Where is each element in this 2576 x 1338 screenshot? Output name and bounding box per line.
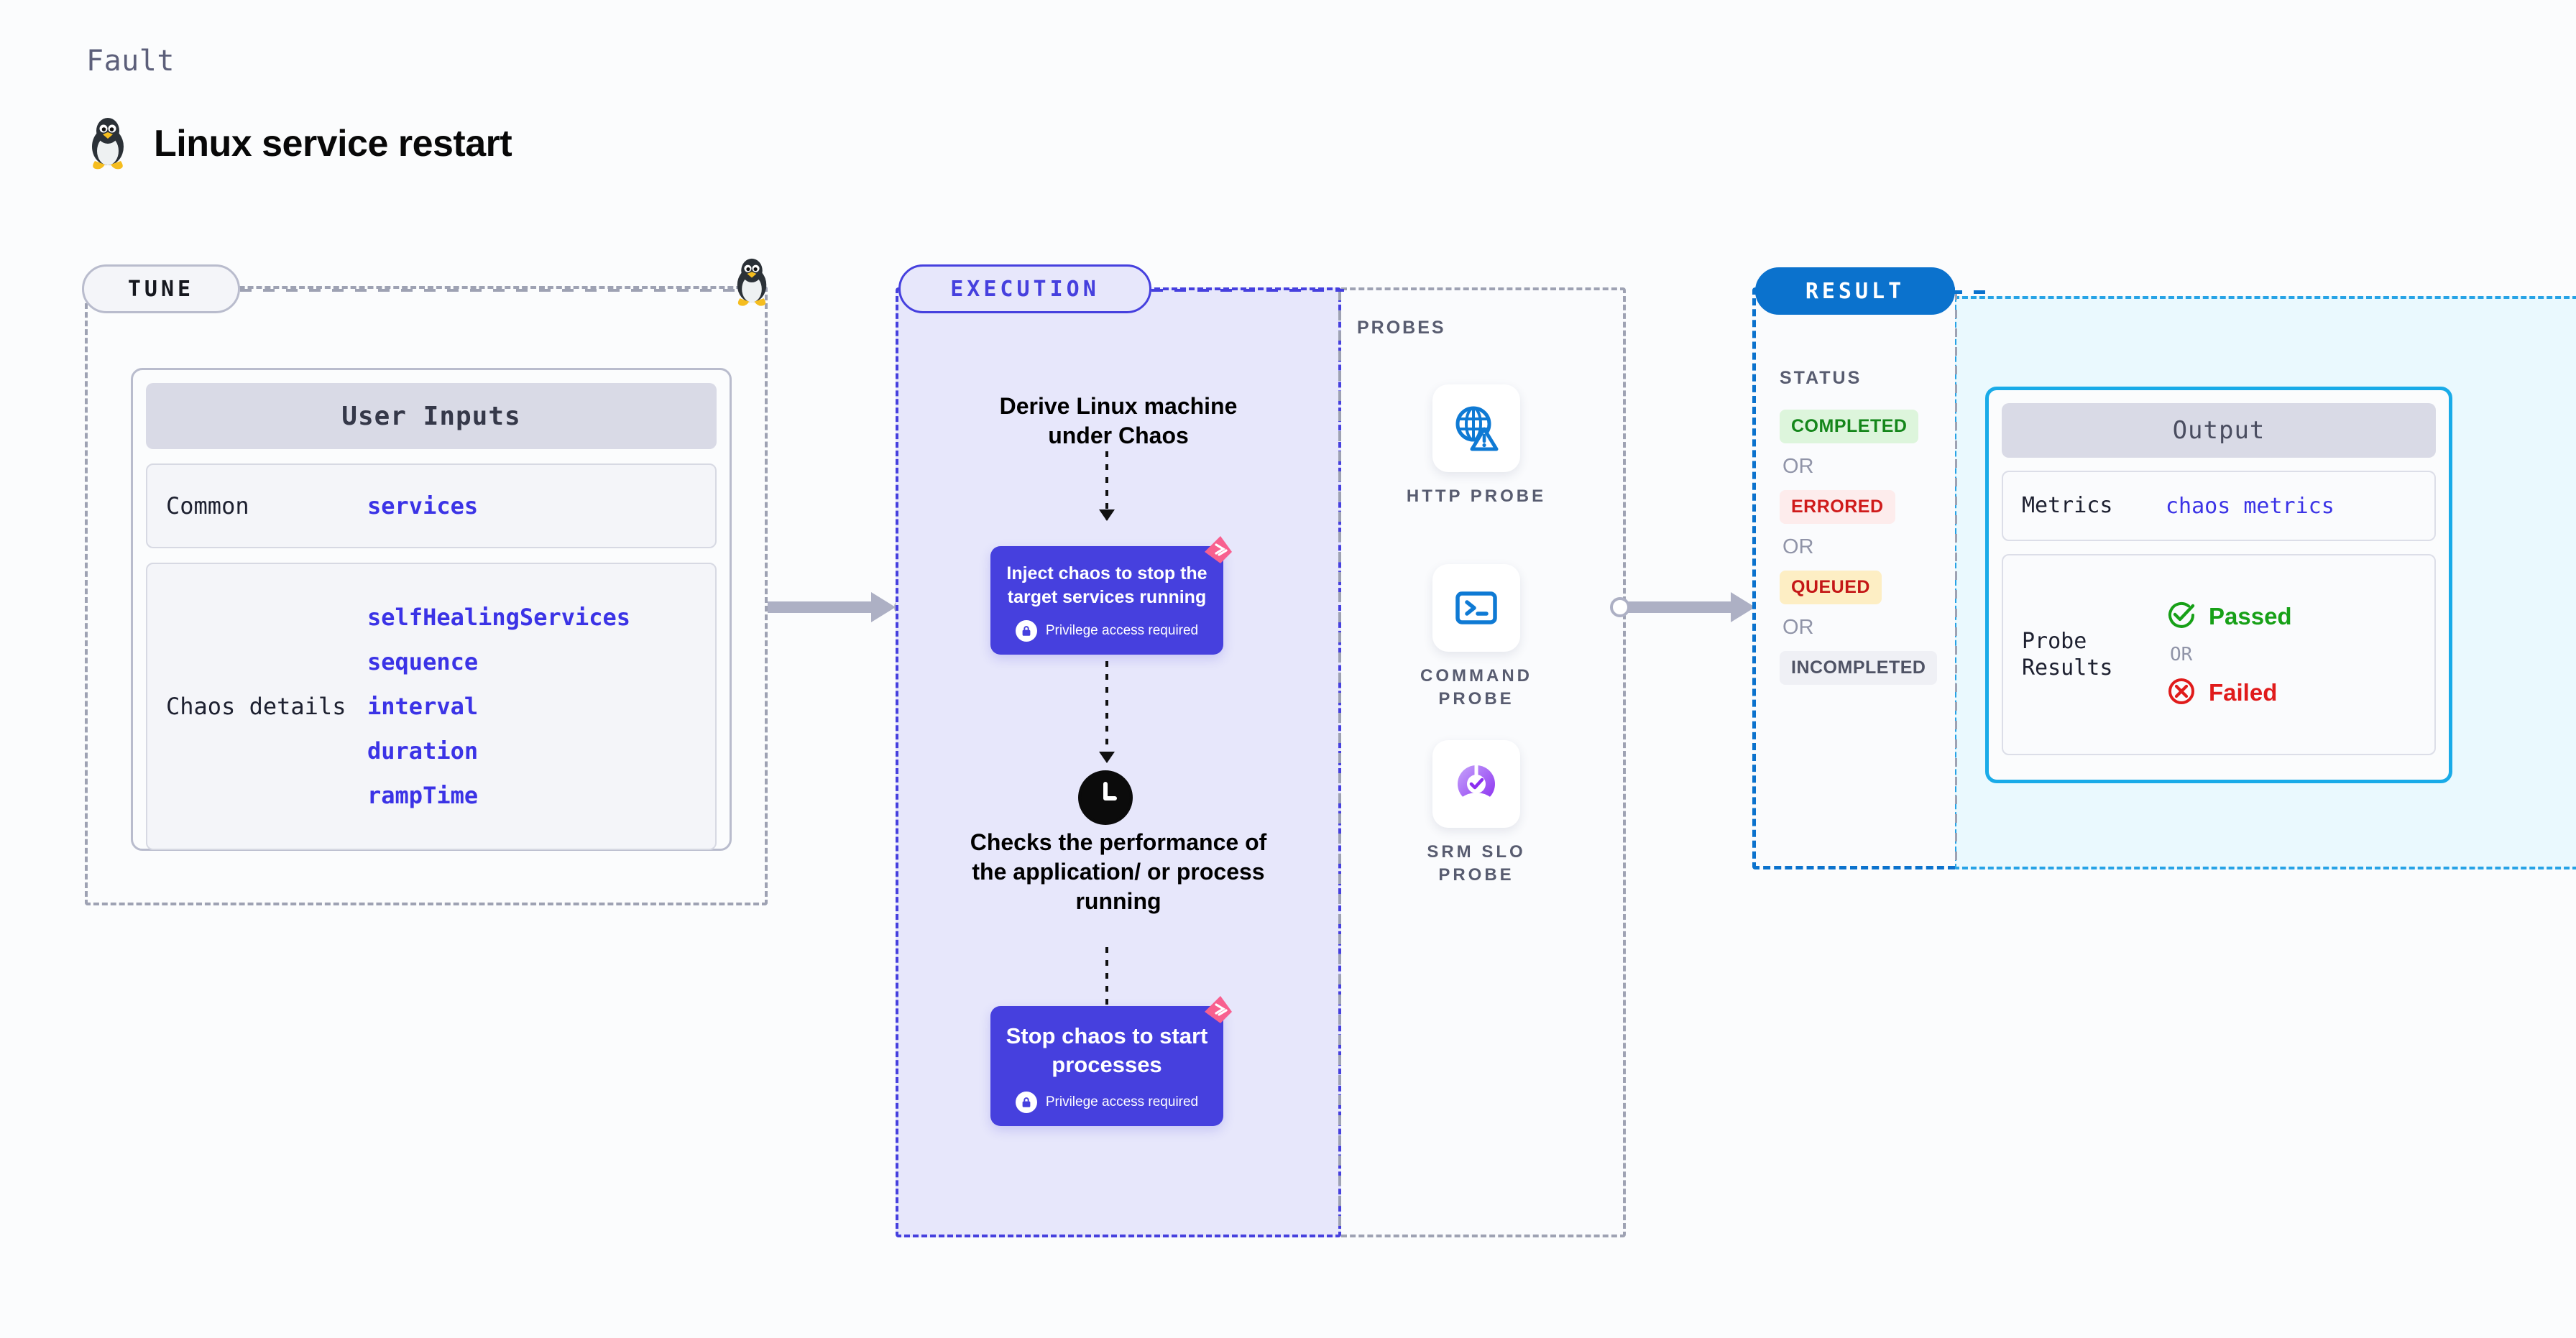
linux-tux-icon (86, 116, 129, 171)
execution-connector-line (1151, 289, 1344, 292)
page-title-row: Linux service restart (86, 116, 512, 171)
privilege-note: Privilege access required (1005, 1091, 1209, 1113)
output-metrics-value[interactable]: chaos metrics (2166, 493, 2334, 519)
input-value[interactable]: services (367, 492, 479, 520)
privilege-note: Privilege access required (1005, 620, 1209, 642)
probe-caption: SRM SLO PROBE (1427, 842, 1526, 885)
tune-pill[interactable]: TUNE (82, 264, 240, 313)
privilege-note-text: Privilege access required (1045, 1094, 1199, 1109)
connector-arrowhead (871, 592, 896, 622)
status-list: COMPLETED OR ERRORED OR QUEUED OR INCOMP… (1780, 410, 1938, 685)
status-badge-completed: COMPLETED (1780, 410, 1919, 443)
output-card: Output Metrics chaos metrics Probe Resul… (1985, 387, 2452, 783)
terminal-icon (1432, 564, 1520, 652)
probe-result-failed: Failed (2166, 675, 2292, 710)
probe-srm-slo[interactable]: SRM SLO PROBE (1397, 740, 1555, 887)
execution-step-text: Derive Linux machine under Chaos (999, 393, 1238, 448)
input-value[interactable]: duration (367, 737, 479, 765)
output-heading: Output (2002, 403, 2436, 458)
output-row-key: Metrics (2022, 493, 2113, 519)
lock-icon (1015, 620, 1037, 642)
x-circle-icon (2166, 675, 2197, 710)
user-inputs-heading: User Inputs (146, 383, 717, 449)
probes-label: PROBES (1357, 318, 1446, 338)
execution-action-stop-chaos[interactable]: Stop chaos to start processes Privilege … (990, 996, 1232, 1126)
probe-command[interactable]: COMMAND PROBE (1397, 564, 1555, 711)
user-inputs-card: User Inputs Common services Chaos detail… (131, 368, 732, 851)
result-connector-line (1951, 290, 1994, 294)
execution-pill[interactable]: EXECUTION (898, 264, 1151, 313)
tune-connector-line (240, 289, 743, 292)
flow-arrow (1099, 661, 1115, 763)
or-separator: OR (2170, 644, 2193, 665)
result-pill[interactable]: RESULT (1755, 267, 1955, 315)
page-eyebrow: Fault (86, 45, 175, 78)
status-label: STATUS (1780, 368, 1862, 388)
input-row-key: Common (166, 492, 249, 520)
status-badge-incompleted: INCOMPLETED (1780, 651, 1938, 685)
input-row-common: Common services (146, 463, 717, 548)
input-row-chaos-details: Chaos details selfHealingServices sequen… (146, 563, 717, 850)
execution-action-inject-chaos[interactable]: Inject chaos to stop the target services… (990, 536, 1232, 655)
privilege-note-text: Privilege access required (1045, 623, 1199, 638)
tune-region (85, 286, 768, 905)
slo-donut-check-icon (1432, 740, 1520, 828)
input-value[interactable]: rampTime (367, 782, 479, 809)
output-row-probe-results: Probe Results Passed OR (2002, 554, 2436, 755)
check-circle-icon (2166, 599, 2197, 634)
connector-shaft (1627, 601, 1735, 613)
input-value[interactable]: sequence (367, 648, 479, 675)
input-value[interactable]: interval (367, 693, 479, 720)
connector-arrowhead (1731, 592, 1755, 622)
page-title: Linux service restart (154, 123, 512, 165)
linux-tux-icon (732, 257, 772, 311)
harness-chaos-icon (1199, 530, 1236, 571)
connector-shaft (768, 601, 875, 613)
status-badge-errored: ERRORED (1780, 490, 1895, 524)
probe-caption: COMMAND PROBE (1420, 666, 1532, 709)
input-row-key: Chaos details (166, 693, 346, 720)
input-value[interactable]: selfHealingServices (367, 604, 631, 631)
flow-arrow (1099, 451, 1115, 521)
execution-step-text: Checks the performance of the applicatio… (970, 829, 1267, 914)
probe-result-passed-label: Passed (2209, 603, 2292, 629)
clock-icon (1078, 770, 1133, 825)
action-label: Stop chaos to start processes (1006, 1023, 1208, 1078)
status-badge-queued: QUEUED (1780, 571, 1882, 604)
harness-chaos-icon (1199, 990, 1236, 1031)
probe-result-passed: Passed (2166, 599, 2292, 634)
lock-icon (1015, 1091, 1037, 1113)
probe-result-failed-label: Failed (2209, 679, 2278, 706)
output-row-key: Probe Results (2022, 628, 2113, 681)
globe-alert-icon (1432, 384, 1520, 472)
probe-http[interactable]: HTTP PROBE (1397, 384, 1555, 508)
output-row-metrics: Metrics chaos metrics (2002, 471, 2436, 541)
or-separator: OR (1782, 616, 1814, 639)
or-separator: OR (1782, 535, 1814, 558)
or-separator: OR (1782, 455, 1814, 478)
action-label: Inject chaos to stop the target services… (1006, 563, 1208, 607)
probe-caption: HTTP PROBE (1406, 486, 1547, 506)
